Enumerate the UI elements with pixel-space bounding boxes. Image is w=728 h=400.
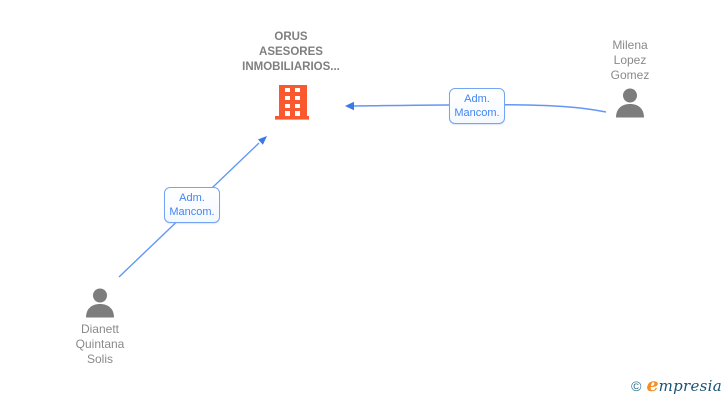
arrowhead-icon — [258, 136, 267, 145]
person-icon — [86, 288, 114, 318]
edge-label-adm-mancom-dianett: Adm. Mancom. — [164, 187, 220, 223]
person-name: Dianett Quintana Solis — [75, 322, 125, 366]
person-name: Milena Lopez Gomez — [610, 38, 650, 82]
brand-initial: e — [646, 374, 659, 396]
person-icon — [616, 88, 644, 118]
person-node-milena[interactable]: Milena Lopez Gomez — [580, 38, 680, 120]
company-node-orus[interactable]: ORUS ASESORES INMOBILIARIOS... — [221, 30, 361, 122]
edge-line-milena-to-company — [352, 103, 607, 113]
company-name: ORUS ASESORES INMOBILIARIOS... — [242, 31, 340, 73]
person-node-dianett[interactable]: Dianett Quintana Solis — [40, 286, 160, 367]
copyright-icon: © — [631, 378, 642, 394]
edge-label-adm-mancom-milena: Adm. Mancom. — [449, 88, 505, 124]
brand-rest: mpresia — [658, 377, 722, 395]
brand-wordmark: empresia — [646, 374, 722, 396]
building-icon — [275, 85, 309, 120]
empresia-logo[interactable]: © empresia — [631, 374, 722, 396]
arrowhead-icon — [345, 101, 354, 111]
